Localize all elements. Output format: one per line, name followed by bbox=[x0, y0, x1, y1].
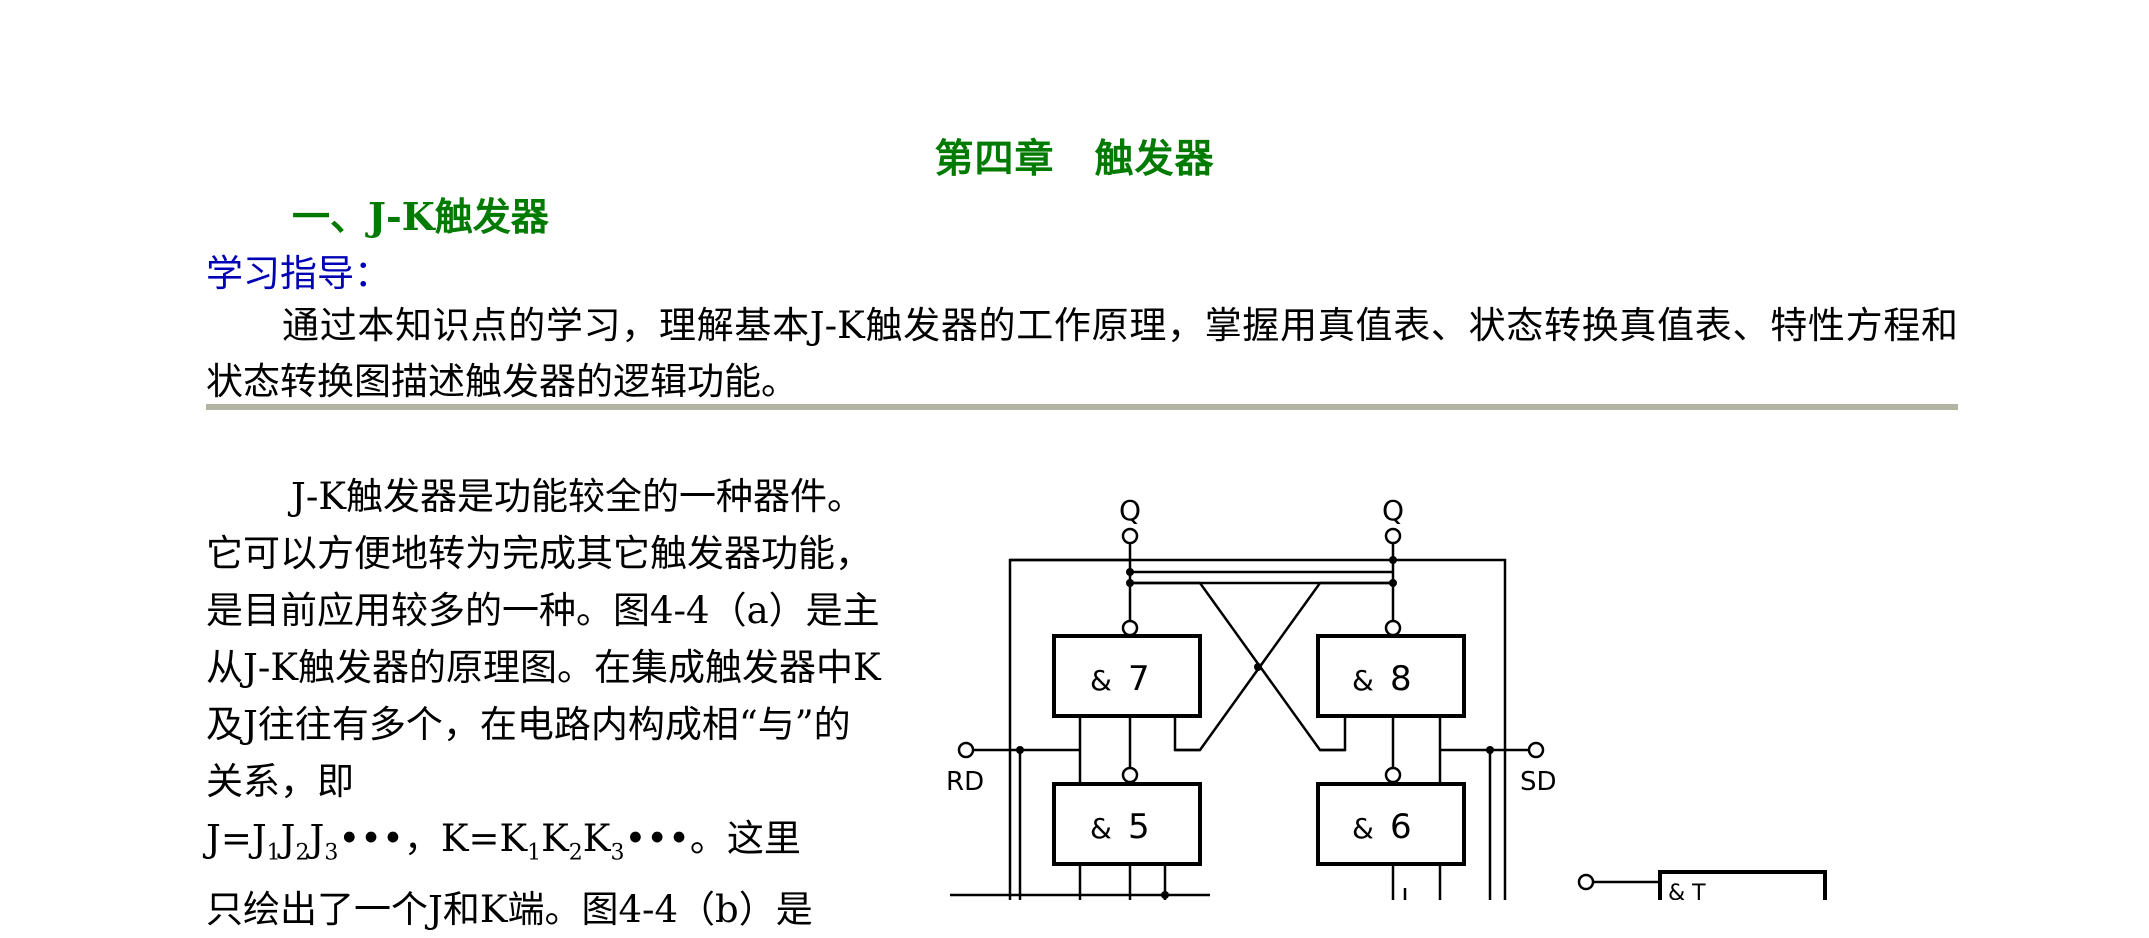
q-bar-output-terminal bbox=[1384, 527, 1402, 545]
gate-6-symbol: & bbox=[1352, 812, 1374, 845]
partial-gate-label: & T bbox=[1668, 881, 1706, 900]
horizontal-rule bbox=[206, 404, 1958, 410]
gate-8-label: 8 bbox=[1390, 659, 1412, 699]
sd-terminal bbox=[1527, 741, 1545, 759]
gate-7-label: 7 bbox=[1128, 659, 1150, 699]
study-guide-label: 学习指导： bbox=[206, 252, 391, 295]
outer-frame-wire bbox=[1008, 558, 1507, 900]
q-bar-output-label: Q bbox=[1382, 494, 1404, 527]
section-title: 一、J-K触发器 bbox=[292, 194, 549, 239]
gate-7-symbol: & bbox=[1090, 664, 1112, 697]
body-paragraph: J-K触发器是功能较全的一种器件。它可以方便地转为完成其它触发器功能，是目前应用… bbox=[206, 468, 886, 938]
gate-8-symbol: & bbox=[1352, 664, 1374, 697]
gate-8-box bbox=[1316, 634, 1466, 718]
q-output-terminal bbox=[1121, 527, 1139, 545]
rd-label: RD bbox=[946, 767, 984, 797]
body-text-main: J-K触发器是功能较全的一种器件。它可以方便地转为完成其它触发器功能，是目前应用… bbox=[206, 475, 881, 803]
partial-input-terminal bbox=[1577, 873, 1595, 891]
gate-6-box bbox=[1316, 782, 1466, 866]
q-output-label: Q bbox=[1119, 494, 1141, 527]
chapter-title: 第四章 触发器 bbox=[934, 136, 1215, 182]
gate-5-symbol: & bbox=[1090, 812, 1112, 845]
sd-label: SD bbox=[1520, 767, 1557, 797]
partial-gate-box bbox=[1658, 870, 1827, 900]
equation-line: J=J1J2J3•••，K=K1K2K3•••。这里 bbox=[206, 817, 801, 866]
gate-5-label: 5 bbox=[1128, 807, 1150, 847]
jk-flipflop-circuit-diagram: Q Q & 7 & 8 RD SD & 5 & 6 bbox=[946, 494, 1827, 900]
intro-paragraph: 通过本知识点的学习，理解基本J-K触发器的工作原理，掌握用真值表、状态转换真值表… bbox=[206, 304, 1958, 403]
gate-6-label: 6 bbox=[1390, 807, 1412, 847]
rd-terminal bbox=[957, 741, 975, 759]
body-text-last: 只绘出了一个J和K端。图4-4（b）是 bbox=[206, 888, 813, 932]
gate-5-box bbox=[1052, 782, 1202, 866]
gate-7-box bbox=[1052, 634, 1202, 718]
